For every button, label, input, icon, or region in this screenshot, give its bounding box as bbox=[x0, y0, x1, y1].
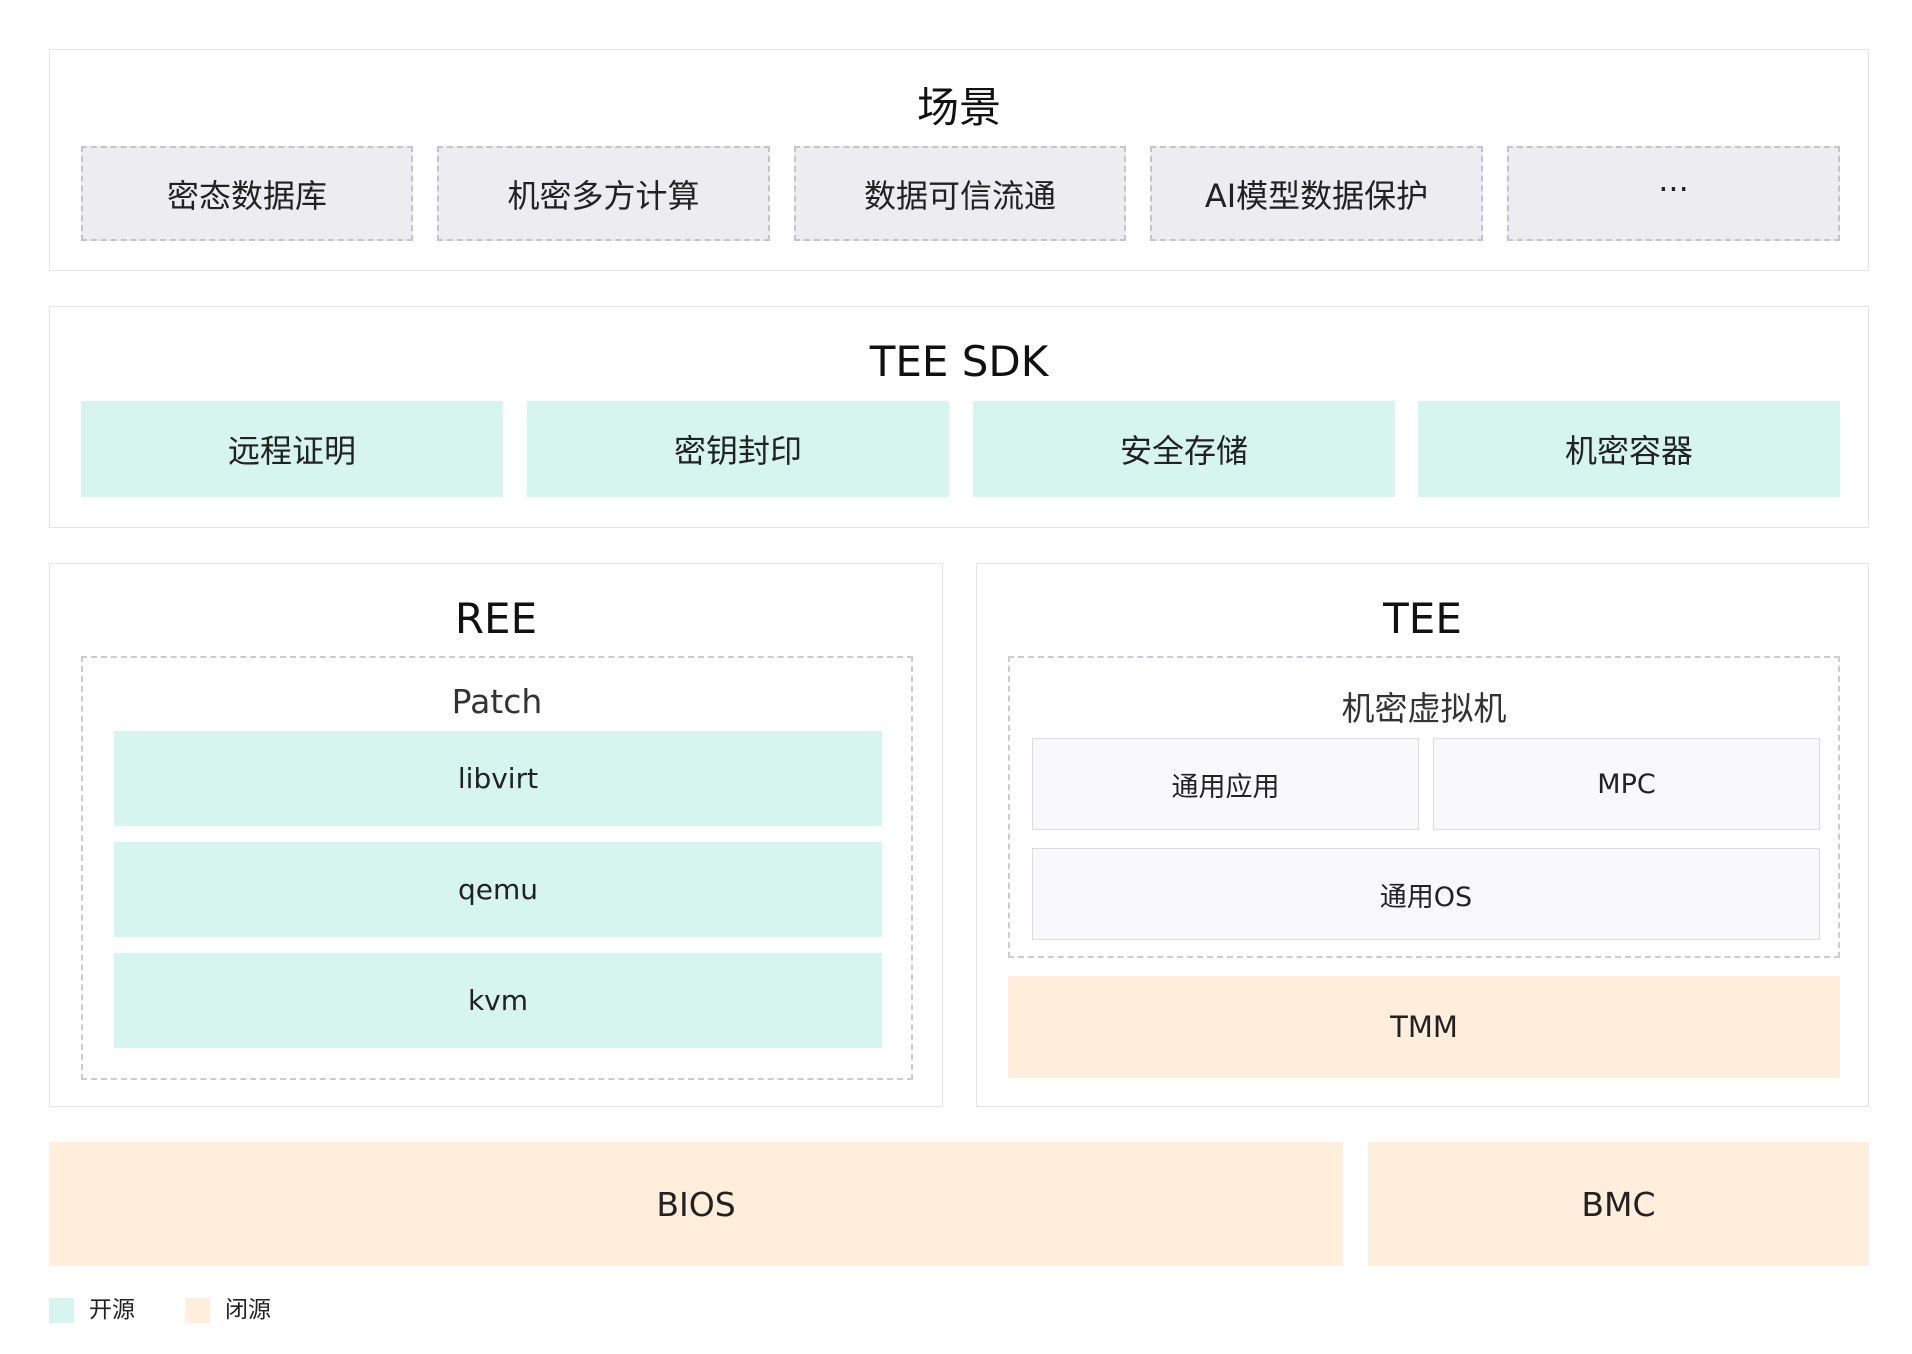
sdk-item-confidential-container: 机密容器 bbox=[1418, 401, 1840, 497]
ree-item-kvm: kvm bbox=[114, 953, 882, 1048]
legend-closed-label: 闭源 bbox=[225, 1297, 271, 1323]
ree-layer: REE Patch libvirt qemu kvm bbox=[49, 563, 943, 1107]
ree-title: REE bbox=[454, 594, 538, 643]
legend-open-label: 开源 bbox=[89, 1297, 135, 1323]
cvm-item-general-os: 通用OS bbox=[1032, 848, 1820, 940]
firmware-bios: BIOS bbox=[49, 1142, 1343, 1266]
sdk-layer: TEE SDK 远程证明 密钥封印 安全存储 机密容器 bbox=[49, 306, 1869, 528]
cvm-item-general-app: 通用应用 bbox=[1032, 738, 1419, 830]
tee-item-tmm: TMM bbox=[1008, 976, 1840, 1078]
legend-closed-swatch bbox=[185, 1298, 210, 1323]
scene-item-encrypted-database: 密态数据库 bbox=[81, 146, 413, 241]
scene-item-confidential-mpc: 机密多方计算 bbox=[437, 146, 770, 241]
scene-item-ai-model-protection: AI模型数据保护 bbox=[1150, 146, 1483, 241]
sdk-item-secure-storage: 安全存储 bbox=[973, 401, 1395, 497]
cvm-item-mpc: MPC bbox=[1433, 738, 1820, 830]
firmware-bmc: BMC bbox=[1368, 1142, 1869, 1266]
confidential-vm-title: 机密虚拟机 bbox=[1341, 689, 1507, 728]
scene-item-trusted-data-circulation: 数据可信流通 bbox=[794, 146, 1126, 241]
tee-layer: TEE 机密虚拟机 通用应用 MPC 通用OS TMM bbox=[976, 563, 1869, 1107]
patch-title: Patch bbox=[451, 682, 543, 721]
scenes-layer: 场景 密态数据库 机密多方计算 数据可信流通 AI模型数据保护 ··· bbox=[49, 49, 1869, 271]
legend-open-swatch bbox=[49, 1298, 74, 1323]
ree-item-libvirt: libvirt bbox=[114, 731, 882, 826]
sdk-item-key-sealing: 密钥封印 bbox=[527, 401, 949, 497]
ree-item-qemu: qemu bbox=[114, 842, 882, 937]
sdk-item-remote-attestation: 远程证明 bbox=[81, 401, 503, 497]
confidential-vm-group: 机密虚拟机 通用应用 MPC 通用OS bbox=[1008, 656, 1840, 958]
scenes-title: 场景 bbox=[916, 83, 1001, 132]
patch-group: Patch libvirt qemu kvm bbox=[81, 656, 913, 1080]
sdk-title: TEE SDK bbox=[869, 337, 1049, 386]
scene-item-more: ··· bbox=[1507, 146, 1840, 241]
tee-title: TEE bbox=[1383, 594, 1462, 643]
